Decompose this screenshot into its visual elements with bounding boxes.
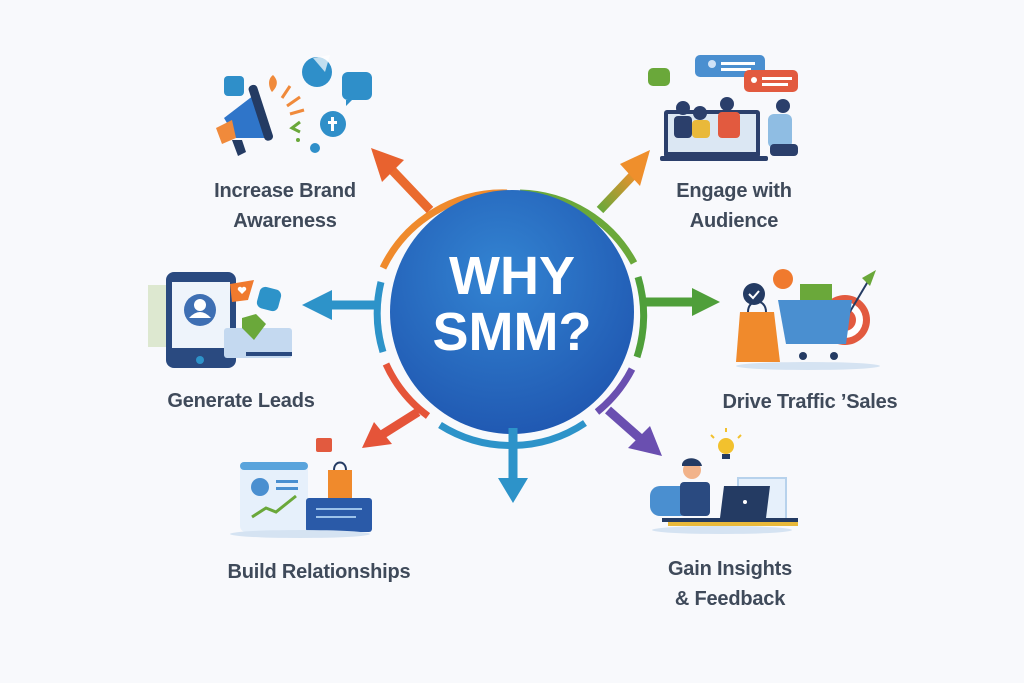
label-gain-insights: Gain Insights & Feedback — [667, 558, 793, 610]
label-build-relationships: Build Relationships — [227, 561, 411, 583]
arrow-gain-insights — [605, 406, 662, 456]
arrow-drive-traffic — [640, 288, 720, 316]
person-laptop-lightbulb-icon — [650, 428, 798, 534]
arrow-bottom — [498, 428, 528, 503]
label-generate-leads: Generate Leads — [167, 390, 315, 412]
profile-card-growth-icon — [230, 438, 372, 538]
label-drive-traffic: Drive Traffic ’Sales — [722, 391, 898, 413]
shopping-cart-target-icon — [736, 269, 880, 370]
arrow-build-relationships — [362, 408, 421, 448]
phone-profile-money-icon — [148, 272, 292, 368]
arrow-generate-leads — [302, 290, 380, 320]
label-brand-awareness: Increase Brand Awareness — [214, 180, 356, 232]
center-circle — [390, 190, 634, 434]
center-title: WHY SMM? — [392, 248, 632, 360]
center-title-line2: SMM? — [432, 302, 592, 362]
arrow-engage-audience — [596, 150, 650, 214]
label-engage-audience: Engage with Audience — [676, 180, 792, 232]
people-chat-laptop-icon — [648, 55, 798, 161]
arrow-brand-awareness — [371, 148, 434, 214]
center-title-line1: WHY — [449, 246, 575, 306]
megaphone-social-icon — [216, 55, 372, 156]
